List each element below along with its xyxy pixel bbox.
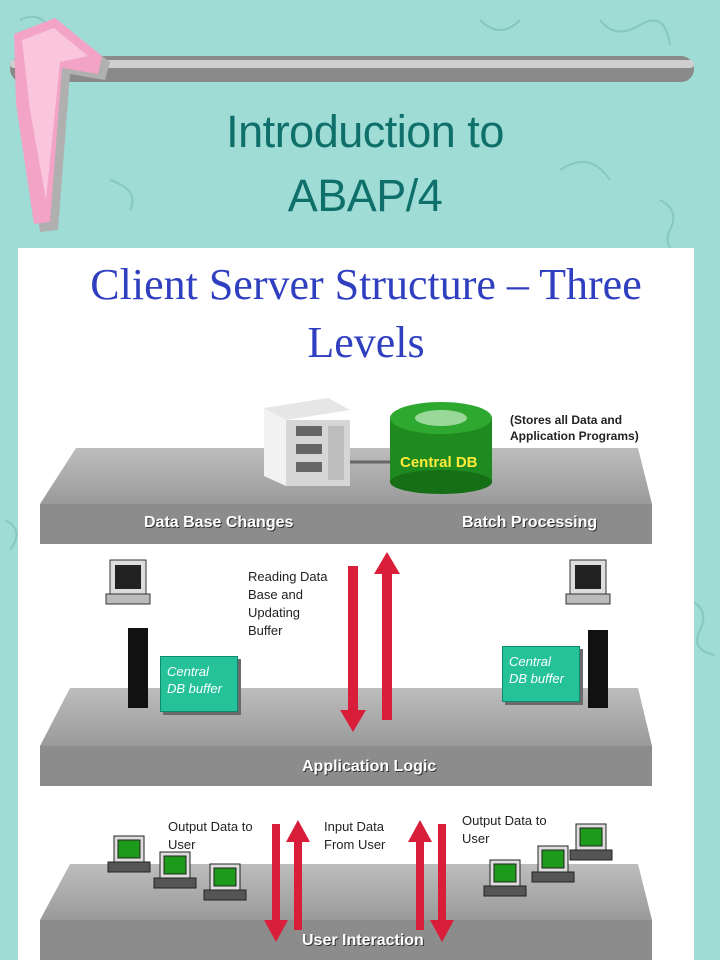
db-buffer-left-line-2: DB buffer — [167, 681, 222, 696]
app-server-right-icon — [565, 559, 611, 708]
db-buffer-right: Central DB buffer — [502, 646, 580, 702]
reading-note-line-1: Reading Data — [248, 569, 328, 584]
db-buffer-left-line-1: Central — [167, 664, 209, 679]
layer-label-database-changes: Data Base Changes — [144, 514, 294, 531]
client-pc-icons — [107, 823, 613, 901]
slide-title: Introduction to ABAP/4 — [150, 100, 580, 228]
diagram-title-line-1: Client Server Structure – Three — [90, 260, 642, 309]
input-line-2: From User — [324, 837, 386, 852]
input-note: Input Data From User — [324, 818, 385, 854]
layer-label-application-logic: Application Logic — [302, 758, 437, 775]
db-app-arrows — [340, 552, 400, 732]
layer-label-user-interaction: User Interaction — [302, 932, 424, 949]
output-note-left: Output Data to User — [168, 818, 253, 854]
db-buffer-left: Central DB buffer — [160, 656, 238, 712]
app-ui-arrows — [264, 820, 454, 942]
db-note-line-2: Application Programs) — [510, 429, 639, 443]
layer-label-batch-processing: Batch Processing — [462, 514, 598, 531]
reading-note: Reading Data Base and Updating Buffer — [248, 568, 328, 640]
db-buffer-right-line-2: DB buffer — [509, 671, 564, 686]
db-note-line-1: (Stores all Data and — [510, 413, 623, 427]
db-note: (Stores all Data and Application Program… — [510, 412, 639, 444]
output-note-right: Output Data to User — [462, 812, 547, 848]
reading-note-line-2: Base and — [248, 587, 303, 602]
app-server-left-icon — [105, 559, 151, 708]
reading-note-line-4: Buffer — [248, 623, 283, 638]
top-bar — [10, 56, 694, 82]
diagram-panel: Client Server Structure – Three Levels C… — [18, 248, 694, 960]
output-left-line-1: Output Data to — [168, 819, 253, 834]
output-right-line-1: Output Data to — [462, 813, 547, 828]
input-line-1: Input Data — [324, 819, 384, 834]
output-left-line-2: User — [168, 837, 196, 852]
output-right-line-2: User — [462, 831, 490, 846]
reading-note-line-3: Updating — [248, 605, 301, 620]
diagram-graphics — [40, 398, 652, 960]
diagram-title: Client Server Structure – Three Levels — [76, 256, 656, 372]
db-buffer-right-line-1: Central — [509, 654, 551, 669]
diagram-title-line-2: Levels — [307, 318, 425, 367]
server-icon — [264, 398, 350, 486]
slide-title-line-1: Introduction to — [226, 106, 504, 157]
database-icon — [390, 402, 492, 494]
slide-title-line-2: ABAP/4 — [287, 170, 443, 221]
central-db-label: Central DB — [400, 454, 478, 471]
